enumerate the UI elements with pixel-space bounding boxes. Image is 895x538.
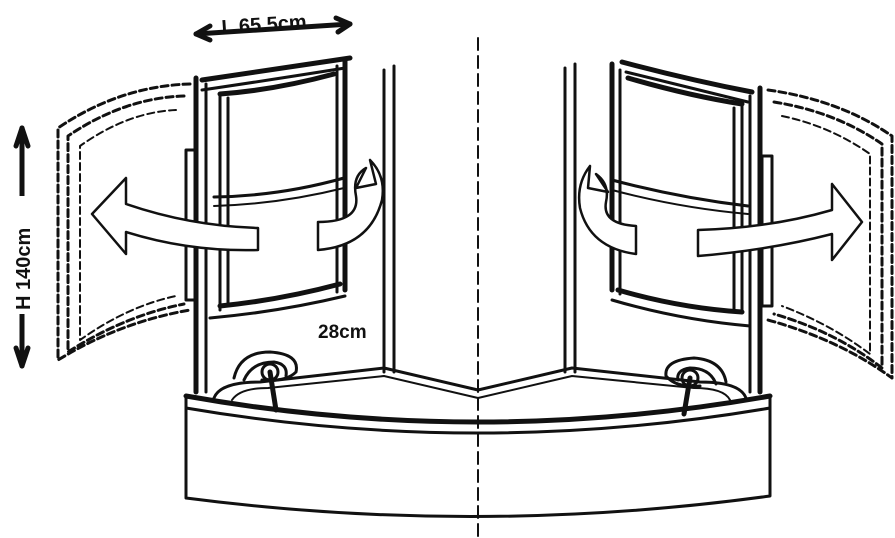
right-door: [609, 59, 774, 395]
right-fixed-panel: [563, 62, 577, 374]
right-opening-arrow: [696, 182, 864, 262]
right-corner-fitting: [664, 356, 728, 417]
width-label: L 65.5cm: [221, 11, 308, 39]
left-opening-arrow: [90, 176, 260, 256]
left-folding-arrow: [316, 158, 384, 252]
height-label: H 140cm: [13, 228, 35, 310]
height-dimension: H 140cm: [10, 125, 36, 369]
width-dimension: L 65.5cm: [193, 11, 353, 43]
right-folding-arrow: [577, 164, 638, 256]
left-open-door-outline: [56, 82, 192, 362]
left-fixed-panel: [382, 64, 396, 374]
shower-tray: [183, 366, 773, 519]
left-corner-fitting: [232, 350, 298, 413]
tray-height-label: 28cm: [318, 322, 367, 343]
right-open-door-outline: [766, 88, 894, 380]
